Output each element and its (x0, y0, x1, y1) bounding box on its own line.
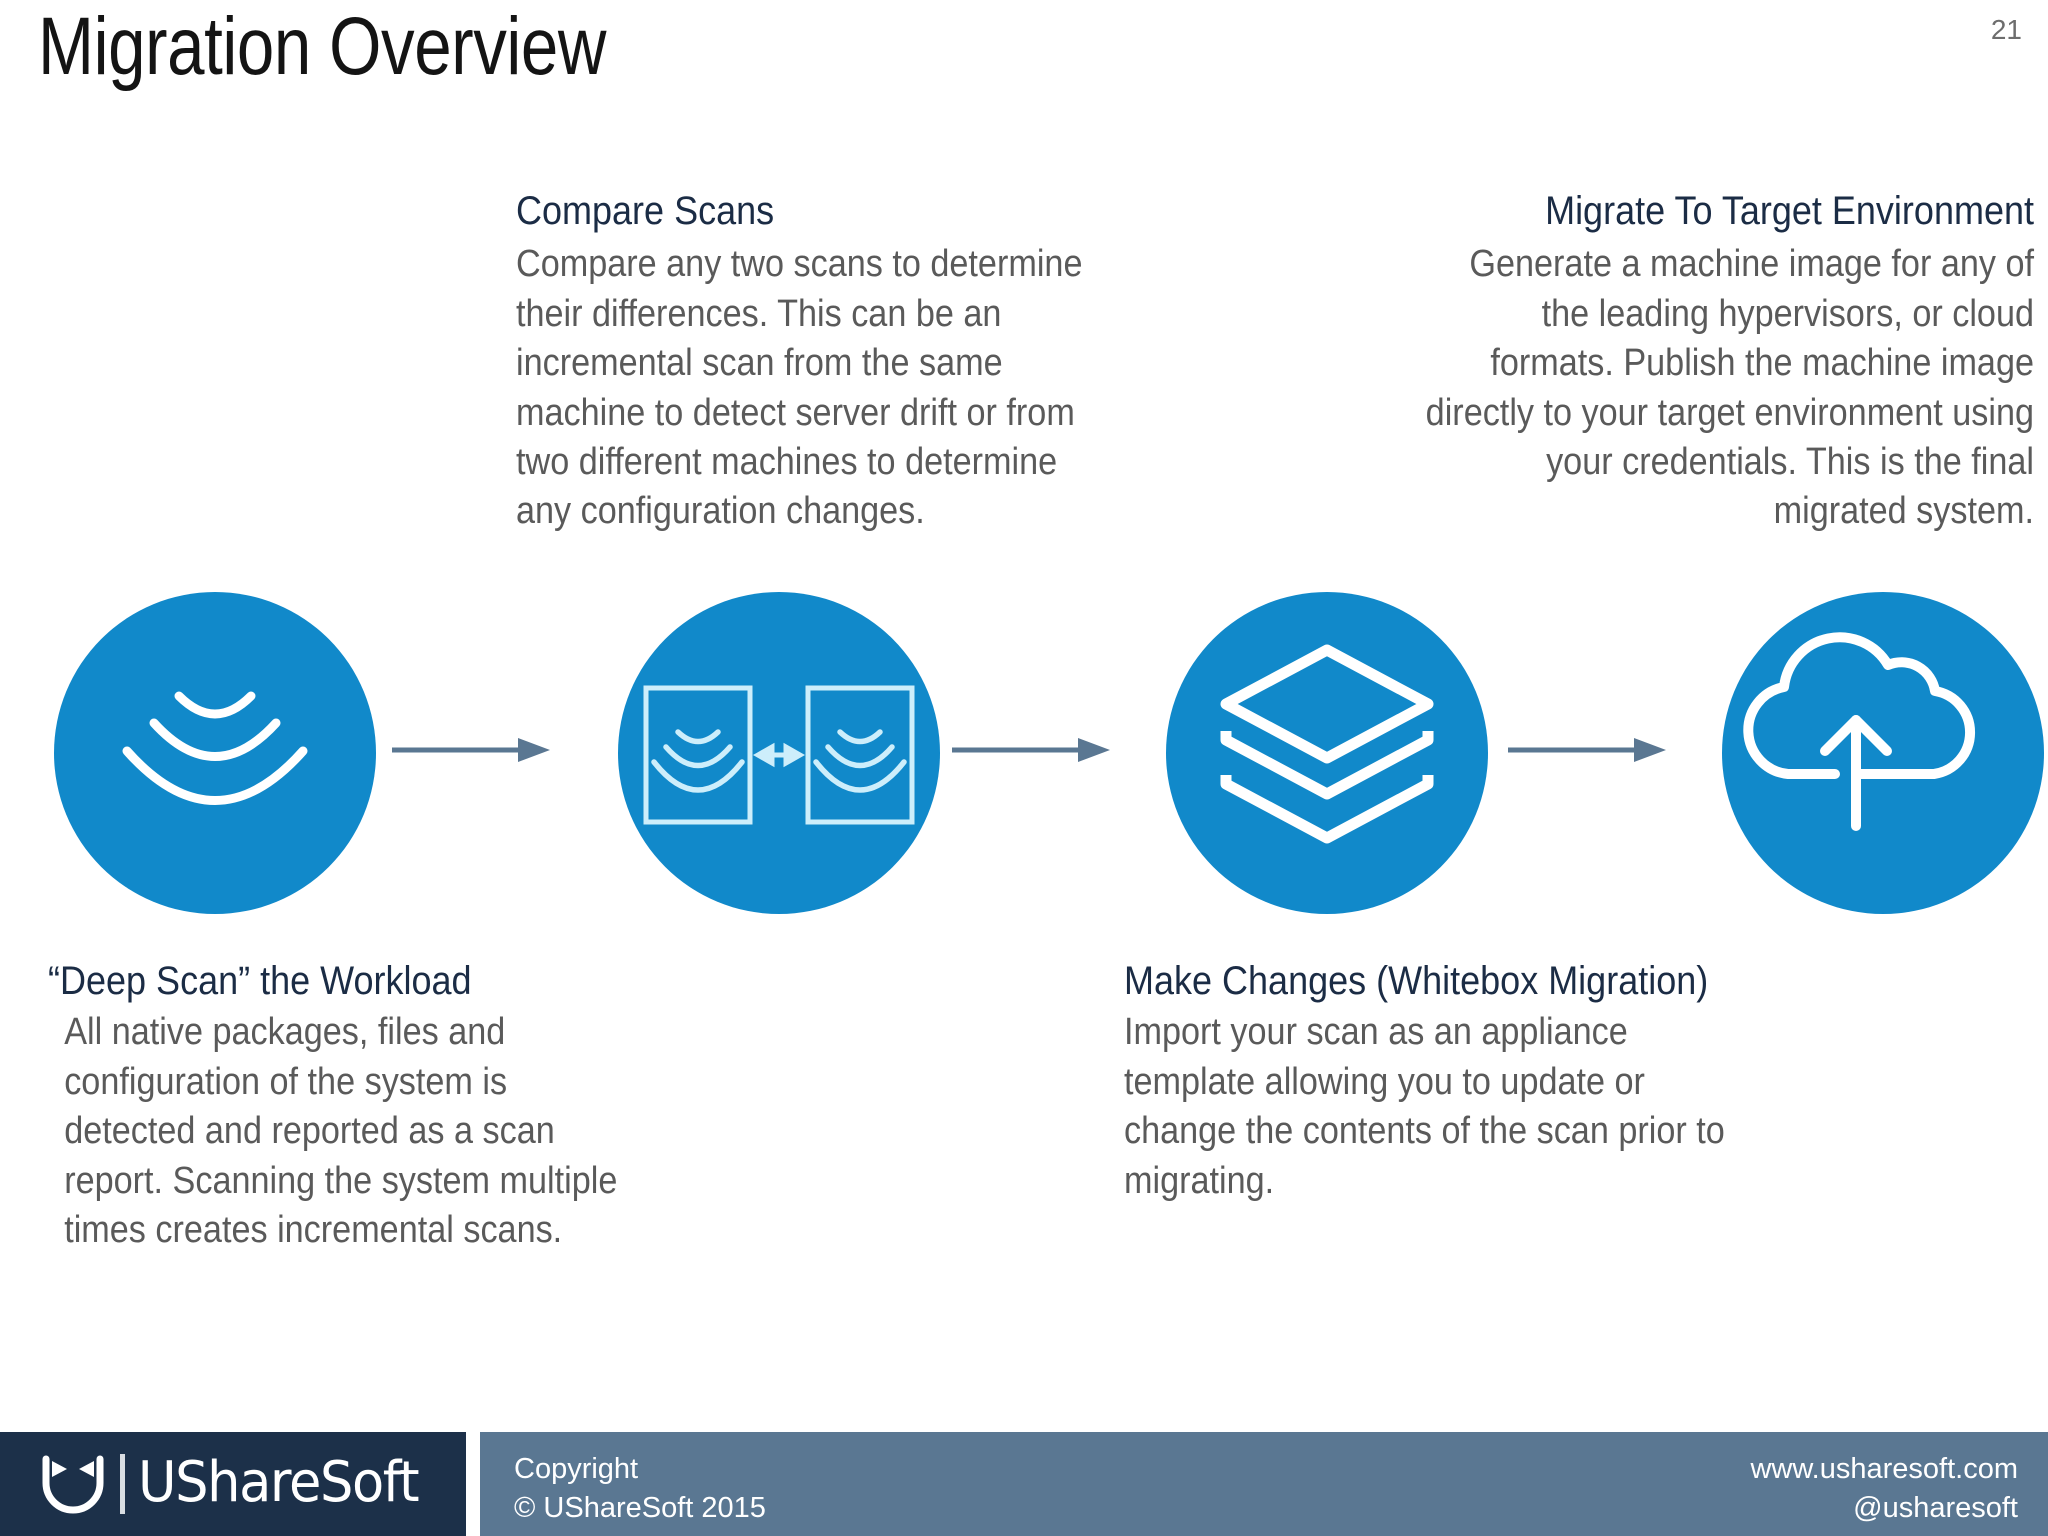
body-compare-scans: Compare any two scans to determine their… (516, 243, 1083, 533)
logo-wordmark: UShareSoft (138, 1450, 420, 1515)
cloud-upload-icon (1743, 632, 1976, 831)
website-url[interactable]: www.usharesoft.com (1750, 1453, 2018, 1485)
logo-divider (120, 1454, 125, 1514)
page-title: Migration Overview (38, 1, 607, 92)
arrow-compare-to-layers (952, 735, 1112, 765)
footer-web-links: www.usharesoft.com @usharesoft (1750, 1450, 2018, 1527)
body-make-changes: Import your scan as an appliance templat… (1124, 1011, 1725, 1202)
body-deep-scan: All native packages, files and configura… (64, 1011, 618, 1251)
text-block-compare-scans: Compare Scans Compare any two scans to d… (516, 188, 1156, 537)
text-block-make-changes: Make Changes (Whitebox Migration) Import… (1124, 958, 1804, 1206)
copyright-line-2: © UShareSoft 2015 (514, 1491, 766, 1524)
icon-circle-deep-scan (54, 592, 376, 914)
icon-circle-layers (1166, 592, 1488, 914)
scan-waves-icon (122, 691, 308, 805)
twitter-handle[interactable]: @usharesoft (1853, 1491, 2018, 1524)
footer-copyright: Copyright © UShareSoft 2015 (514, 1450, 766, 1527)
heading-make-changes: Make Changes (Whitebox Migration) (1124, 959, 1709, 1003)
copyright-line-1: Copyright (514, 1453, 639, 1485)
page-number: 21 (1990, 14, 2022, 45)
text-block-deep-scan: “Deep Scan” the Workload All native pack… (48, 958, 708, 1255)
footer: UShareSoft Copyright © UShareSoft 2015 w… (0, 1432, 2048, 1536)
footer-logo-panel: UShareSoft (0, 1432, 466, 1536)
body-migrate-target: Generate a machine image for any of the … (1425, 243, 2034, 533)
arrow-layers-to-cloud (1508, 735, 1668, 765)
text-block-migrate-target: Migrate To Target Environment Generate a… (1354, 188, 2034, 537)
footer-info-panel: Copyright © UShareSoft 2015 www.ushareso… (480, 1432, 2048, 1536)
heading-deep-scan: “Deep Scan” the Workload (48, 959, 472, 1003)
layers-stack-icon (1220, 644, 1434, 844)
compare-scans-icon (643, 685, 915, 825)
icon-circle-compare-scans (618, 592, 940, 914)
usharesoft-logo-icon (42, 1455, 104, 1514)
heading-migrate-target: Migrate To Target Environment (1545, 189, 2034, 233)
heading-compare-scans: Compare Scans (516, 189, 775, 233)
icon-circle-cloud-upload (1722, 592, 2044, 914)
arrow-scan-to-compare (392, 735, 552, 765)
